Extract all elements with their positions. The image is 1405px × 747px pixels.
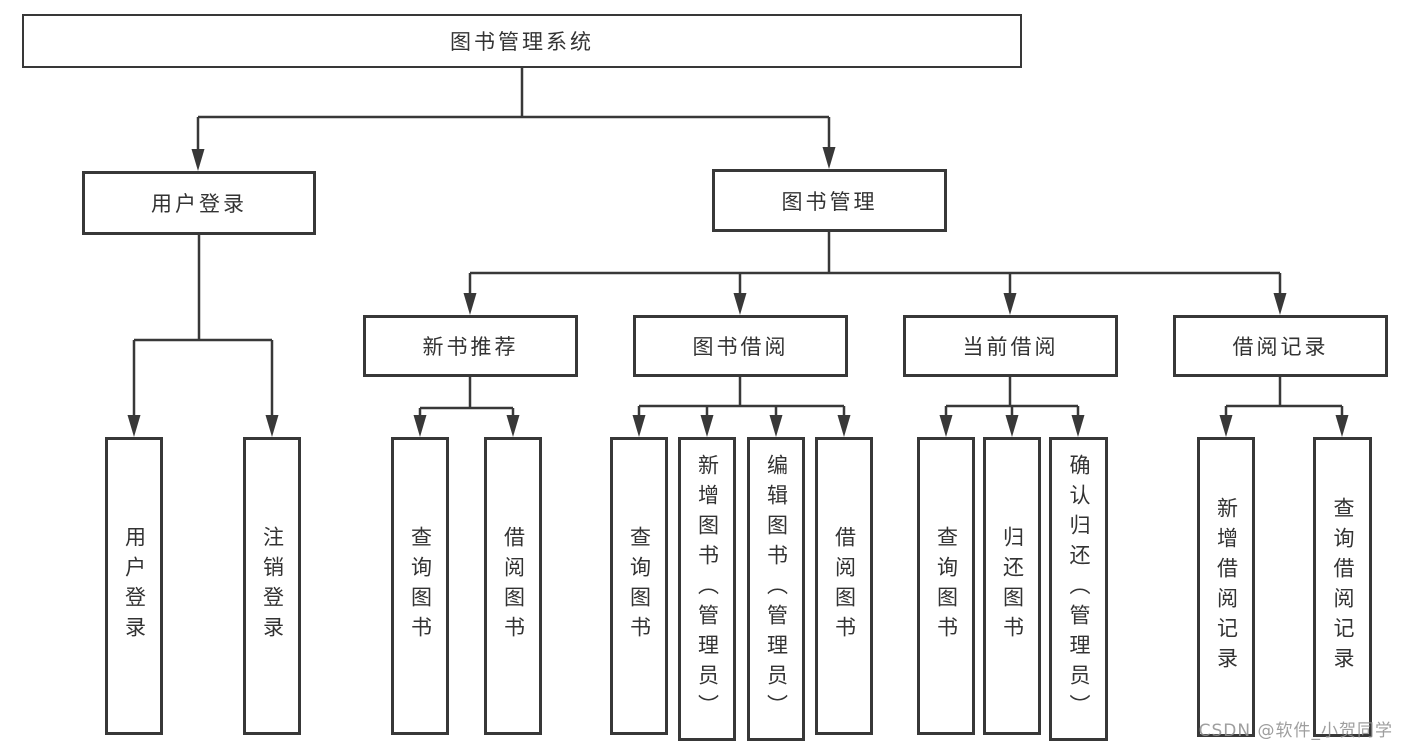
leaf-edit-book-admin: 编辑图书（管理员） bbox=[747, 437, 805, 741]
leaf-label: 借阅图书 bbox=[501, 526, 526, 646]
node-root-system: 图书管理系统 bbox=[22, 14, 1022, 68]
leaf-label: 查询图书 bbox=[408, 526, 433, 646]
leaf-label: 归还图书 bbox=[1000, 526, 1025, 646]
node-label: 当前借阅 bbox=[962, 335, 1059, 359]
leaf-label: 注销登录 bbox=[260, 526, 285, 646]
leaf-query-books-1: 查询图书 bbox=[391, 437, 449, 735]
node-label: 用户登录 bbox=[151, 192, 247, 216]
leaf-add-borrow-record: 新增借阅记录 bbox=[1197, 437, 1255, 737]
node-user-login-branch: 用户登录 bbox=[82, 171, 316, 235]
node-label: 图书管理 bbox=[781, 189, 878, 214]
leaf-label: 查询图书 bbox=[934, 526, 959, 646]
leaf-confirm-return-admin: 确认归还（管理员） bbox=[1049, 437, 1108, 741]
node-root-label: 图书管理系统 bbox=[450, 30, 594, 54]
leaf-label: 查询图书 bbox=[627, 526, 652, 646]
leaf-query-books-3: 查询图书 bbox=[917, 437, 975, 735]
node-borrowing-records: 借阅记录 bbox=[1173, 315, 1388, 377]
node-label: 新书推荐 bbox=[422, 335, 519, 359]
node-book-management-branch: 图书管理 bbox=[712, 169, 947, 232]
leaf-query-borrow-record: 查询借阅记录 bbox=[1313, 437, 1372, 737]
leaf-label: 用户登录 bbox=[122, 526, 147, 646]
leaf-label: 新增借阅记录 bbox=[1214, 497, 1239, 677]
leaf-query-books-2: 查询图书 bbox=[610, 437, 668, 735]
leaf-label: 借阅图书 bbox=[832, 526, 857, 646]
node-label: 借阅记录 bbox=[1232, 335, 1329, 359]
node-new-book-recommend: 新书推荐 bbox=[363, 315, 578, 377]
node-current-borrowing: 当前借阅 bbox=[903, 315, 1118, 377]
leaf-label: 查询借阅记录 bbox=[1331, 497, 1355, 677]
leaf-borrow-books-1: 借阅图书 bbox=[484, 437, 542, 735]
node-label: 图书借阅 bbox=[692, 335, 789, 359]
leaf-borrow-books-2: 借阅图书 bbox=[815, 437, 873, 735]
leaf-label: 新增图书（管理员） bbox=[695, 454, 720, 724]
leaf-logout: 注销登录 bbox=[243, 437, 301, 735]
leaf-add-book-admin: 新增图书（管理员） bbox=[678, 437, 736, 741]
node-book-borrowing: 图书借阅 bbox=[633, 315, 848, 377]
leaf-label: 确认归还（管理员） bbox=[1067, 454, 1091, 724]
leaf-return-book: 归还图书 bbox=[983, 437, 1041, 735]
leaf-label: 编辑图书（管理员） bbox=[764, 454, 789, 724]
csdn-watermark: CSDN @软件_小贺同学 bbox=[1198, 721, 1393, 741]
leaf-user-login: 用户登录 bbox=[105, 437, 163, 735]
